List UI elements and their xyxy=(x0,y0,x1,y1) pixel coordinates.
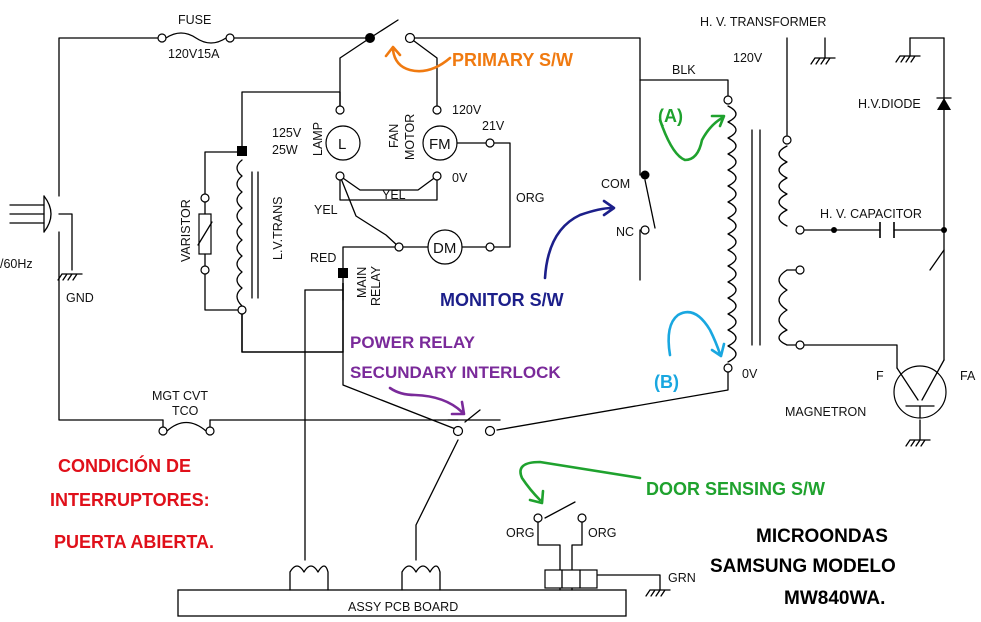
annotation-arrows xyxy=(384,45,726,505)
lamp-rating-2: 25W xyxy=(272,143,298,157)
mgt-cvt-label: MGT CVT xyxy=(152,389,208,403)
v21-label: 21V xyxy=(482,119,505,133)
arrow-a xyxy=(658,114,726,162)
motor-label: MOTOR xyxy=(403,114,417,160)
relay-label: RELAY xyxy=(369,265,383,306)
condition-line-3: PUERTA ABIERTA. xyxy=(54,532,214,552)
marker-b: (B) xyxy=(654,372,679,392)
component-labels: FUSE 120V15A H. V. TRANSFORMER BLK 120V … xyxy=(0,13,976,614)
hv-transformer-label: H. V. TRANSFORMER xyxy=(700,15,826,29)
primary-arrow xyxy=(384,45,452,73)
door-sensing-switch-symbol xyxy=(533,513,671,597)
lamp-node xyxy=(335,171,345,181)
fan-node xyxy=(432,105,442,115)
lv-trans-label: L.V.TRANS xyxy=(271,197,285,260)
gnd-symbol xyxy=(57,273,83,281)
fuse-symbol xyxy=(157,32,235,44)
power-relay-annotation: POWER RELAY xyxy=(350,333,476,352)
arrow-b xyxy=(667,310,726,358)
title-line-3: MW840WA. xyxy=(784,588,885,609)
secondary-interlock-annotation: SECUNDARY INTERLOCK xyxy=(350,363,561,382)
v120-top-label: 120V xyxy=(733,51,763,65)
fuse-rating-label: 120V15A xyxy=(168,47,220,61)
marker-a: (A) xyxy=(658,106,683,126)
magnetron-label: MAGNETRON xyxy=(785,405,866,419)
hv-diode-symbol xyxy=(936,97,952,110)
fan-label: FAN xyxy=(387,124,401,148)
door-sensing-annotation: DOOR SENSING S/W xyxy=(646,479,825,499)
condition-line-1: CONDICIÓN DE xyxy=(58,455,191,476)
hv-ground xyxy=(810,57,836,65)
primary-switch-contact xyxy=(404,32,416,44)
title-line-2: SAMSUNG MODELO xyxy=(710,556,896,577)
lamp-label: LAMP xyxy=(311,122,325,156)
monitor-switch-nc xyxy=(640,225,650,235)
varistor-label: VARISTOR xyxy=(179,199,193,262)
relay-arrow xyxy=(388,386,466,416)
interlock-contact xyxy=(452,425,464,437)
v120-fan-label: 120V xyxy=(452,103,482,117)
main-relay-symbol xyxy=(338,268,348,301)
diode-ground xyxy=(895,55,921,63)
title-line-1: MICROONDAS xyxy=(756,526,888,547)
lv-transformer-symbol xyxy=(236,146,259,315)
v0-hv-label: 0V xyxy=(742,367,758,381)
main-label: MAIN xyxy=(355,267,369,298)
org-left-label: ORG xyxy=(506,526,534,540)
hv-transformer-symbol xyxy=(723,95,805,373)
hv-diode-label: H.V.DIODE xyxy=(858,97,921,111)
lamp-symbol-label: L xyxy=(338,136,346,153)
tco-symbol xyxy=(158,419,215,436)
dm-symbol-label: DM xyxy=(433,240,456,257)
dm-node xyxy=(394,242,404,252)
red-label: RED xyxy=(310,251,336,265)
monitor-arrow xyxy=(543,199,616,280)
org-right-label: ORG xyxy=(588,526,616,540)
plug-symbol xyxy=(9,195,73,271)
magnetron-symbol xyxy=(893,359,947,447)
hv-capacitor-symbol xyxy=(831,222,947,238)
grn-label: GRN xyxy=(668,571,696,585)
tco-label: TCO xyxy=(172,404,199,418)
fa-label: FA xyxy=(960,369,976,383)
org-label: ORG xyxy=(516,191,544,205)
model-title: MICROONDAS SAMSUNG MODELO MW840WA. xyxy=(710,526,896,609)
fan-21v-node xyxy=(485,138,495,148)
lamp-rating-1: 125V xyxy=(272,126,302,140)
varistor-symbol xyxy=(197,193,213,275)
pcb-label: ASSY PCB BOARD xyxy=(348,600,458,614)
nc-label: NC xyxy=(616,225,634,239)
hv-capacitor-label: H. V. CAPACITOR xyxy=(820,207,922,221)
interlock-contact xyxy=(484,425,496,437)
condition-note: CONDICIÓN DE INTERRUPTORES: PUERTA ABIER… xyxy=(50,455,214,552)
lamp-node xyxy=(335,105,345,115)
v0-fan-label: 0V xyxy=(452,171,468,185)
dm-node xyxy=(485,242,495,252)
annotations: PRIMARY S/W MONITOR S/W POWER RELAY SECU… xyxy=(350,50,825,499)
yel-label: YEL xyxy=(382,188,406,202)
fan-node xyxy=(432,171,442,181)
primary-switch-contact xyxy=(365,33,375,43)
monitor-sw-annotation: MONITOR S/W xyxy=(440,290,564,310)
pcb-board xyxy=(177,565,627,617)
wiring xyxy=(58,19,945,591)
door-arrow xyxy=(519,460,642,505)
blk-label: BLK xyxy=(672,63,696,77)
primary-sw-annotation: PRIMARY S/W xyxy=(452,50,573,70)
lamp-symbol xyxy=(325,125,361,161)
gnd-label: GND xyxy=(66,291,94,305)
fm-symbol-label: FM xyxy=(429,136,451,153)
frequency-label: /60Hz xyxy=(0,257,33,271)
com-label: COM xyxy=(601,177,630,191)
yel-label: YEL xyxy=(314,203,338,217)
condition-line-2: INTERRUPTORES: xyxy=(50,490,210,510)
fuse-label: FUSE xyxy=(178,13,211,27)
f-label: F xyxy=(876,369,884,383)
monitor-switch-com xyxy=(640,170,650,180)
